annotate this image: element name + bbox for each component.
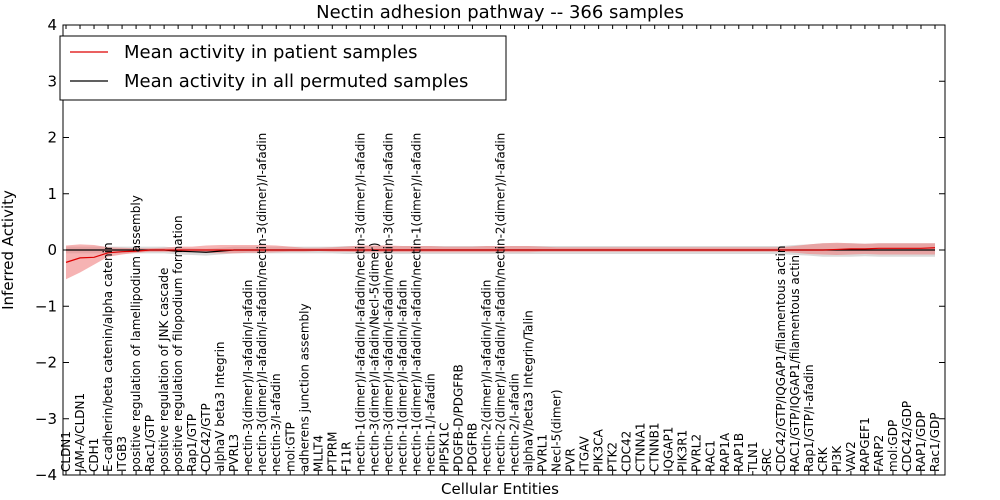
y-tick-label: −3: [35, 410, 57, 428]
line-series-2: [65, 247, 936, 263]
category-label: VAV2: [844, 441, 858, 472]
legend-entry: Mean activity in all permuted samples: [124, 71, 468, 92]
category-label: nectin-1(dimer)/I-afadin/I-afadin: [395, 280, 409, 472]
y-axis-label: Inferred Activity: [0, 190, 17, 310]
y-tick-label: −4: [35, 466, 57, 484]
category-label: PVRL3: [227, 434, 241, 472]
category-label: RAP1/GDP: [914, 411, 928, 472]
y-tick-label: 1: [47, 185, 57, 203]
category-label: alphaV beta3 Integrin: [213, 341, 227, 472]
category-label: PTK2: [606, 442, 620, 472]
legend-box: [59, 35, 507, 101]
category-label: nectin-1(dimer)/I-afadin/I-afadin/nectin…: [409, 133, 423, 472]
band-series-2: [66, 242, 935, 280]
category-label: Rac1/GTP: [143, 415, 157, 472]
category-label: CTNNA1: [634, 422, 648, 472]
category-label: PI3K: [830, 445, 844, 472]
chart-title: Nectin adhesion pathway -- 366 samples: [316, 2, 684, 23]
y-tick-label: −1: [35, 297, 57, 315]
series-lines: [65, 247, 936, 263]
category-label: SRC: [760, 448, 774, 472]
category-label: CLDN1: [59, 431, 73, 472]
category-label: TLN1: [746, 441, 760, 473]
category-label: E-cadherin/beta catenin/alpha catenin: [101, 242, 115, 472]
category-label: mol:GTP: [283, 422, 297, 472]
category-label: CDC42: [620, 431, 634, 472]
category-label: Necl-5(dimer): [550, 389, 564, 472]
category-label: FARP2: [872, 435, 886, 472]
x-axis-label: Cellular Entities: [441, 480, 559, 498]
category-label: ITGAV: [578, 435, 592, 472]
category-label: PTPRM: [325, 432, 339, 473]
category-label: PVRL2: [690, 434, 704, 472]
y-tick-label: 2: [47, 129, 57, 147]
y-tick-label: −2: [35, 354, 57, 372]
category-label: RAC1/GTP/IQGAP1/filamentous actin: [788, 255, 802, 472]
category-label: CDH1: [87, 438, 101, 472]
category-label: Rap1/GTP: [185, 414, 199, 472]
category-label: CDC42/GDP: [900, 401, 914, 472]
x-axis-ticks: [65, 25, 936, 475]
category-label: positive regulation of filopodium format…: [171, 215, 185, 472]
category-label: nectin-3(dimer)/I-afadin/Necl-5(dimer): [367, 242, 381, 472]
category-label: PVRL1: [536, 434, 550, 472]
category-label: nectin-1(dimer)/I-afadin/I-afadin/nectin…: [353, 133, 367, 472]
category-label: PDGFB-D/PDGFRB: [451, 364, 465, 472]
category-label: RAP1B: [732, 433, 746, 472]
category-label: adherens junction assembly: [297, 303, 311, 472]
y-tick-label: 4: [47, 16, 57, 34]
category-label: CRK: [816, 446, 830, 472]
category-label: CDC42/GTP: [199, 403, 213, 472]
category-label: nectin-2(dimer)/I-afadin/I-afadin: [479, 280, 493, 472]
y-axis-ticks: −4 −3 −2 −1 0 1 2 3 4: [35, 16, 945, 484]
category-label: JAM-A/CLDN1: [73, 393, 87, 473]
category-label: nectin-2(dimer)/I-afadin/I-afadin/nectin…: [494, 133, 508, 472]
category-label: MLLT4: [311, 435, 325, 472]
category-label: RAC1: [704, 440, 718, 472]
category-label: positive regulation of lamellipodium ass…: [129, 195, 143, 472]
category-label: RAP1A: [718, 432, 732, 472]
category-label: nectin-3/I-afadin: [269, 373, 283, 472]
category-label: positive regulation of JNK cascade: [157, 268, 171, 472]
category-label: IQGAP1: [662, 427, 676, 472]
category-label: Rap1/GTP/I-afadin: [802, 364, 816, 472]
y-tick-label: 3: [47, 72, 57, 90]
category-label: alphaV/beta3 Integrin/Talin: [522, 310, 536, 472]
category-label: nectin-2/I-afadin: [508, 373, 522, 472]
category-label: PIP5K1C: [437, 422, 451, 472]
category-label: PDGFRB: [465, 423, 479, 472]
category-label: Rac1/GDP: [928, 413, 942, 472]
category-label: F11R: [339, 441, 353, 472]
category-label: nectin-3(dimer)/I-afadin/I-afadin/nectin…: [381, 133, 395, 472]
y-tick-label: 0: [47, 241, 57, 259]
category-label: RAPGEF1: [858, 417, 872, 472]
category-label: PIK3CA: [592, 428, 606, 472]
category-label: nectin-3(dimer)/I-afadin/I-afadin: [241, 280, 255, 472]
category-label: mol:GDP: [886, 420, 900, 472]
category-label: nectin-3(dimer)/I-afadin/I-afadin/nectin…: [255, 133, 269, 472]
category-label: nectin-1/I-afadin: [423, 373, 437, 472]
category-label: PIK3R1: [676, 430, 690, 472]
category-label: CTNNB1: [648, 422, 662, 472]
category-label: PVR: [564, 448, 578, 472]
category-label: ITGB3: [115, 436, 129, 472]
category-label: CDC42/GTP/IQGAP1/filamentous actin: [774, 246, 788, 472]
legend-entry: Mean activity in patient samples: [124, 42, 418, 63]
